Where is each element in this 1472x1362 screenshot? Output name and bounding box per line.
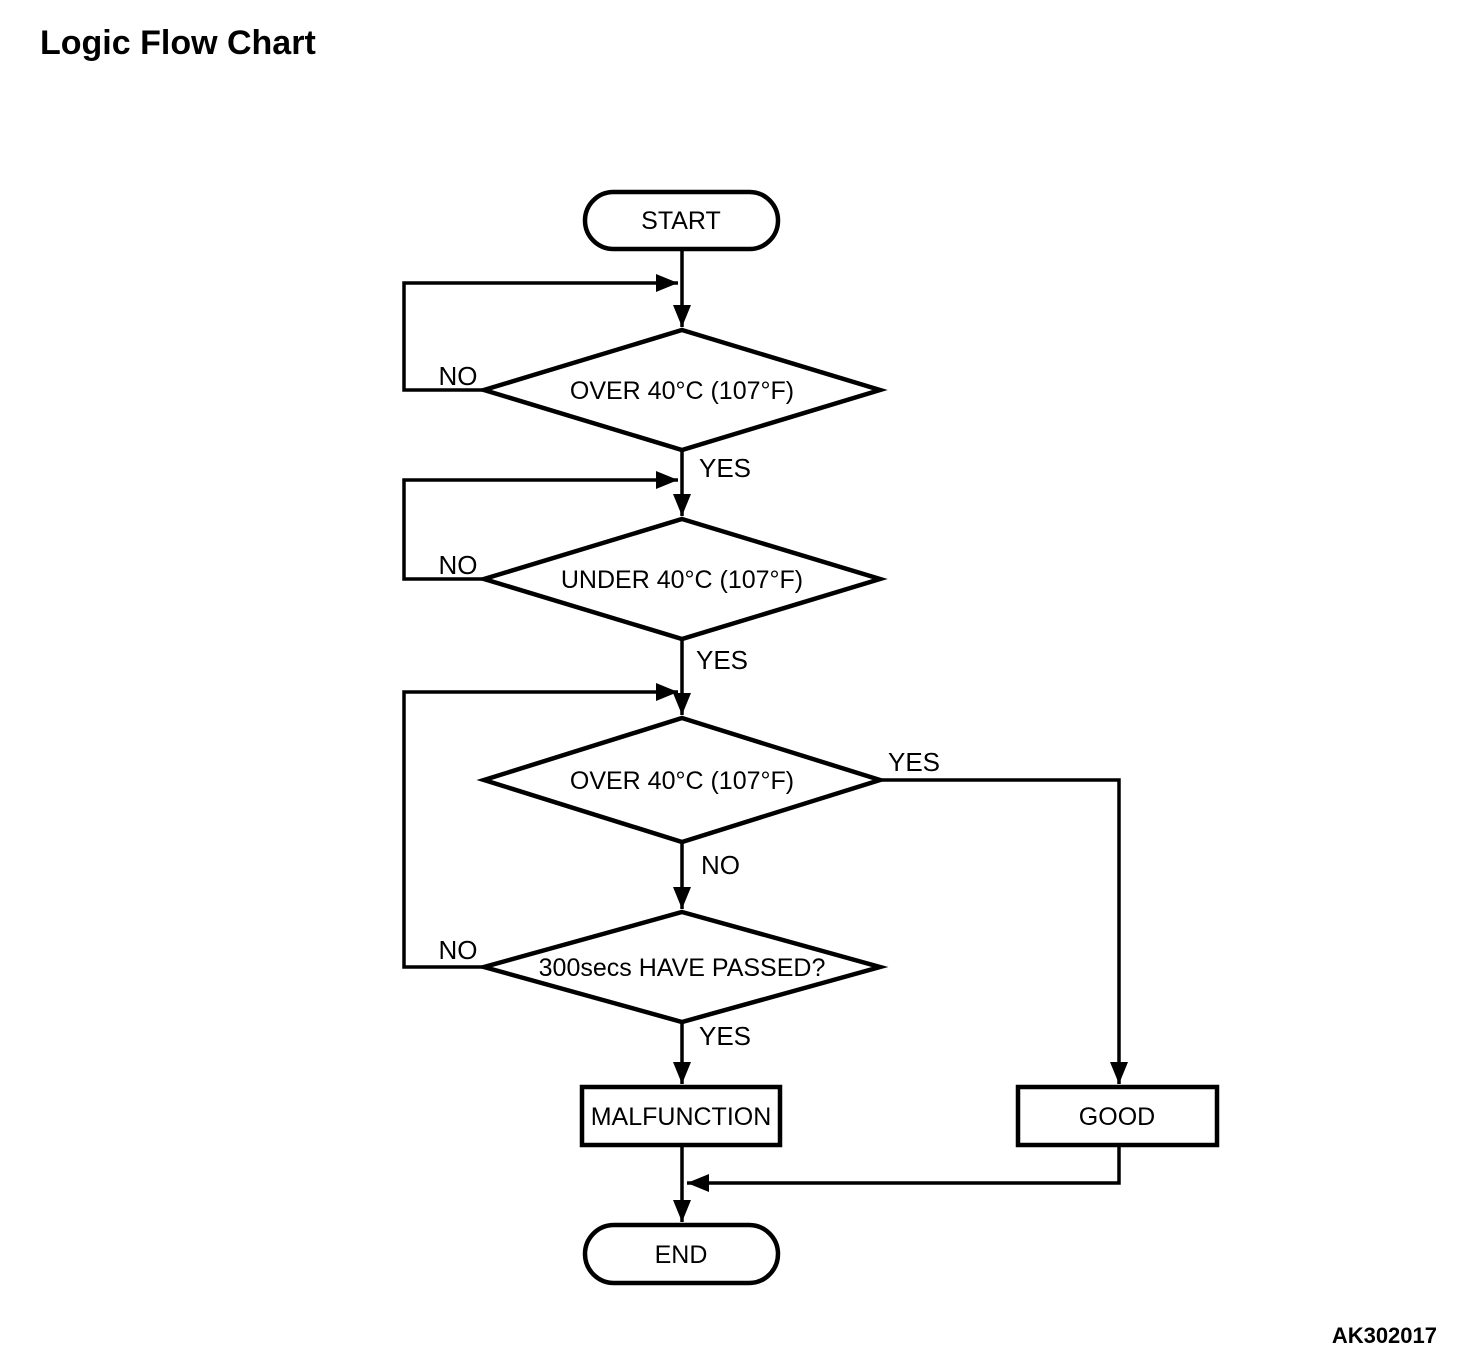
decision-over40-1-label: OVER 40°C (107°F) bbox=[570, 377, 794, 405]
malfunction-label: MALFUNCTION bbox=[591, 1103, 772, 1131]
node-decision-over40-1: OVER 40°C (107°F) bbox=[476, 327, 888, 453]
start-label: START bbox=[641, 207, 721, 235]
decision-under40-shape bbox=[476, 516, 888, 642]
edge-over40-2-yes-to-good bbox=[880, 778, 1128, 1084]
edge-label-300secs-yes: YES bbox=[699, 1021, 751, 1051]
edge-good-to-end bbox=[687, 1145, 1121, 1192]
good-label: GOOD bbox=[1079, 1103, 1155, 1131]
end-label: END bbox=[655, 1241, 708, 1269]
decision-300secs-shape bbox=[475, 909, 889, 1025]
edge-label-under40-no: NO bbox=[439, 550, 478, 580]
malfunction-process-shape bbox=[579, 1084, 783, 1148]
node-start: START bbox=[582, 189, 781, 252]
decision-over40-2-label: OVER 40°C (107°F) bbox=[570, 767, 794, 795]
edge-label-under40-yes: YES bbox=[696, 645, 748, 675]
edge-label-over40-2-yes: YES bbox=[888, 747, 940, 777]
edge-label-300secs-no: NO bbox=[439, 935, 478, 965]
edge-over40-1-no-loop bbox=[402, 274, 678, 392]
node-malfunction: MALFUNCTION bbox=[579, 1084, 783, 1148]
decision-over40-2-shape bbox=[476, 715, 888, 845]
edge-label-over40-1-no: NO bbox=[439, 361, 478, 391]
page-title: Logic Flow Chart bbox=[40, 24, 316, 62]
edge-label-over40-1-yes: YES bbox=[699, 453, 751, 483]
decision-under40-label: UNDER 40°C (107°F) bbox=[561, 566, 803, 594]
good-process-shape bbox=[1015, 1084, 1220, 1148]
node-decision-300secs: 300secs HAVE PASSED? bbox=[475, 909, 889, 1025]
start-terminator-shape bbox=[582, 189, 781, 252]
figure-code: AK302017 bbox=[1332, 1323, 1437, 1348]
end-terminator-shape bbox=[582, 1222, 781, 1286]
edge-label-over40-2-no: NO bbox=[701, 850, 740, 880]
node-end: END bbox=[582, 1222, 781, 1286]
decision-300secs-label: 300secs HAVE PASSED? bbox=[539, 954, 826, 982]
node-good: GOOD bbox=[1015, 1084, 1220, 1148]
edge-under40-no-loop bbox=[402, 471, 678, 581]
node-decision-under40: UNDER 40°C (107°F) bbox=[476, 516, 888, 642]
edge-300secs-no-loop bbox=[402, 683, 678, 969]
node-decision-over40-2: OVER 40°C (107°F) bbox=[476, 715, 888, 845]
decision-over40-1-shape bbox=[476, 327, 888, 453]
